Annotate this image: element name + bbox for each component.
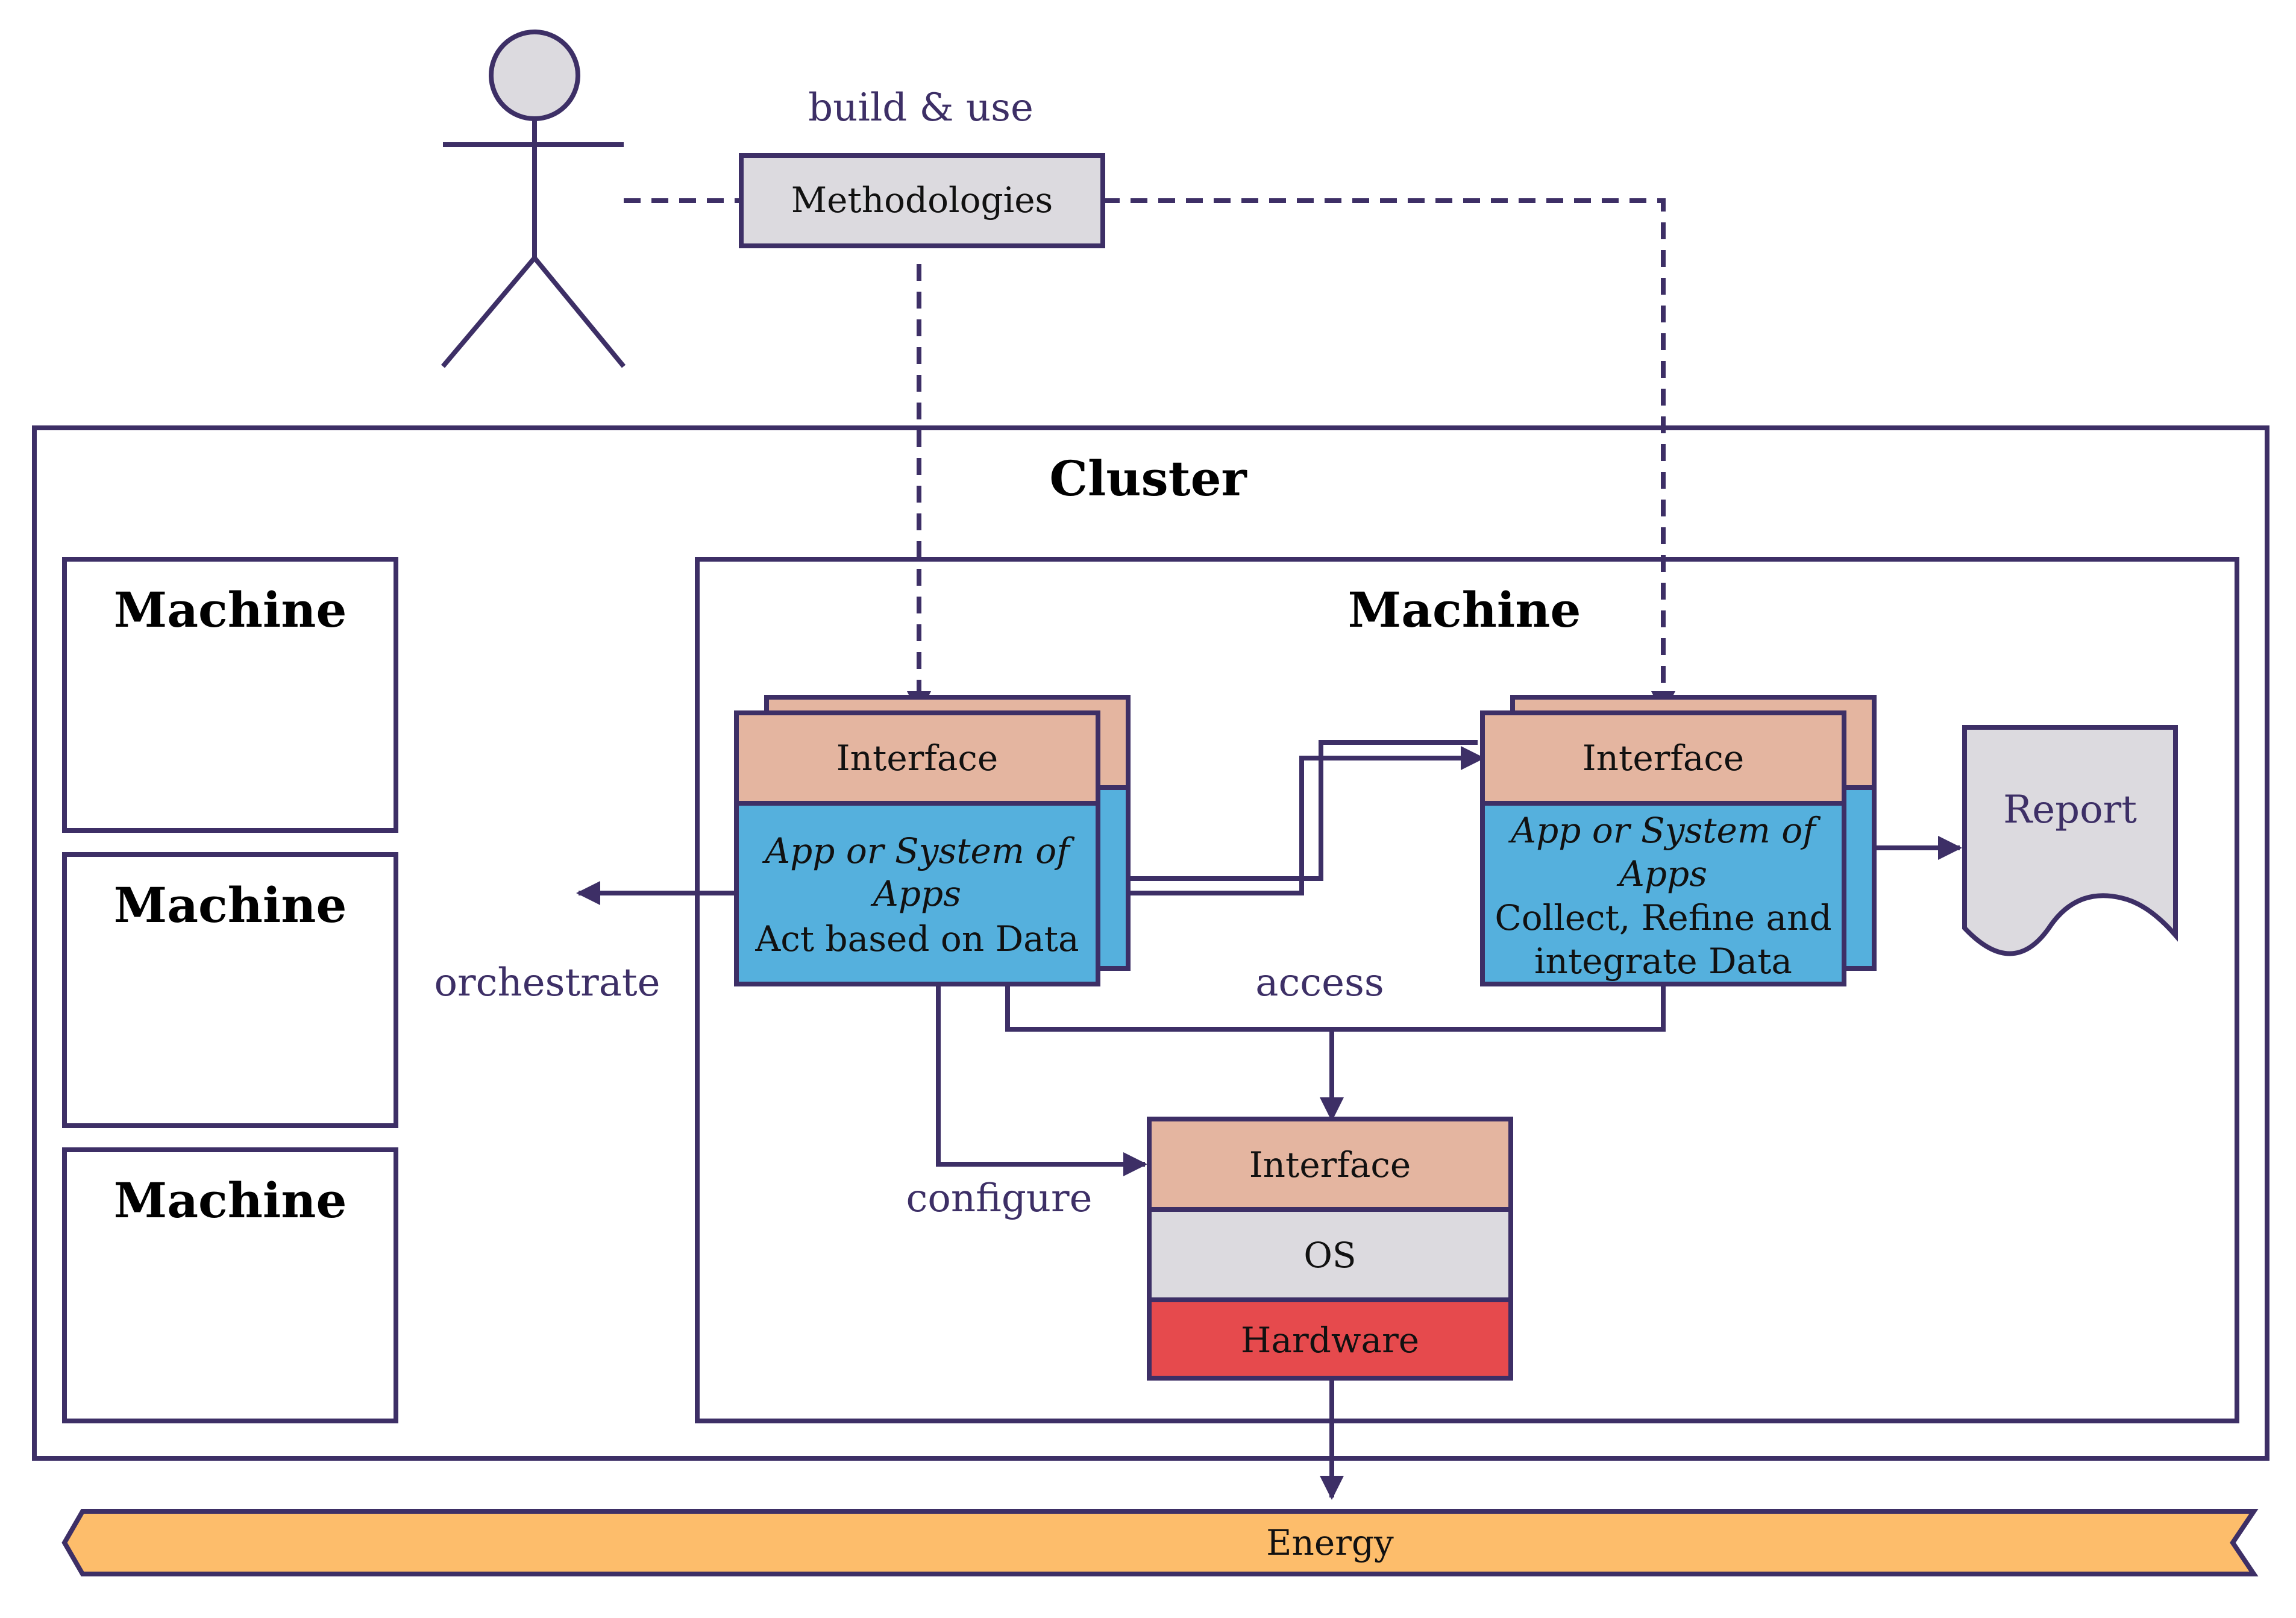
side-machine-2-title: Machine <box>114 877 347 933</box>
os-stack: Interface OS Hardware <box>1147 1117 1513 1381</box>
orchestrate-label: orchestrate <box>434 961 660 1005</box>
os-label: OS <box>1303 1235 1356 1276</box>
build-use-label: build & use <box>808 86 1034 130</box>
side-machine-3-title: Machine <box>114 1172 347 1229</box>
left-to-right-app-connector-2 <box>1128 746 1485 895</box>
side-machine-3: Machine <box>62 1147 398 1423</box>
right-app-title-line1: App or System of <box>1508 810 1821 851</box>
main-machine-title: Machine <box>1348 582 1581 638</box>
access-label: access <box>1255 961 1384 1005</box>
right-app-description-line2: integrate Data <box>1534 941 1792 982</box>
right-app-interface-label: Interface <box>1582 738 1744 779</box>
main-machine-box <box>695 557 2239 1423</box>
user-figure-icon <box>441 30 626 368</box>
cluster-title: Cluster <box>1049 450 1247 507</box>
left-app-title-line1: App or System of <box>762 830 1075 871</box>
left-app-title-line2: Apps <box>870 873 961 914</box>
left-app-stack: Interface App or System of Apps Act base… <box>734 695 1131 986</box>
methodologies-right-app-connector <box>1103 198 1675 715</box>
right-app-stack: Interface App or System of Apps Collect,… <box>1480 695 1877 986</box>
os-stack-interface-label: Interface <box>1249 1144 1411 1185</box>
methodologies-label: Methodologies <box>791 180 1053 221</box>
side-machine-2: Machine <box>62 852 398 1128</box>
side-machine-1-title: Machine <box>114 582 347 638</box>
left-app-interface-label: Interface <box>836 738 998 779</box>
configure-label: configure <box>906 1176 1093 1221</box>
report-label: Report <box>2003 788 2137 832</box>
energy-bar: Energy <box>61 1509 2259 1576</box>
energy-label: Energy <box>1266 1522 1394 1563</box>
right-app-title-line2: Apps <box>1616 853 1707 894</box>
hardware-label: Hardware <box>1241 1320 1419 1361</box>
left-app-description: Act based on Data <box>754 918 1079 959</box>
left-to-right-app-connector-1 <box>1128 740 1478 881</box>
access-connector <box>1005 984 1666 1032</box>
cluster-box <box>32 425 2269 1461</box>
configure-arrow <box>936 984 1147 1176</box>
right-app-description-line1: Collect, Refine and <box>1495 897 1831 938</box>
side-machine-1: Machine <box>62 557 398 833</box>
report-document-icon: Report <box>1962 725 2178 956</box>
methodologies-box: Methodologies <box>739 153 1105 248</box>
